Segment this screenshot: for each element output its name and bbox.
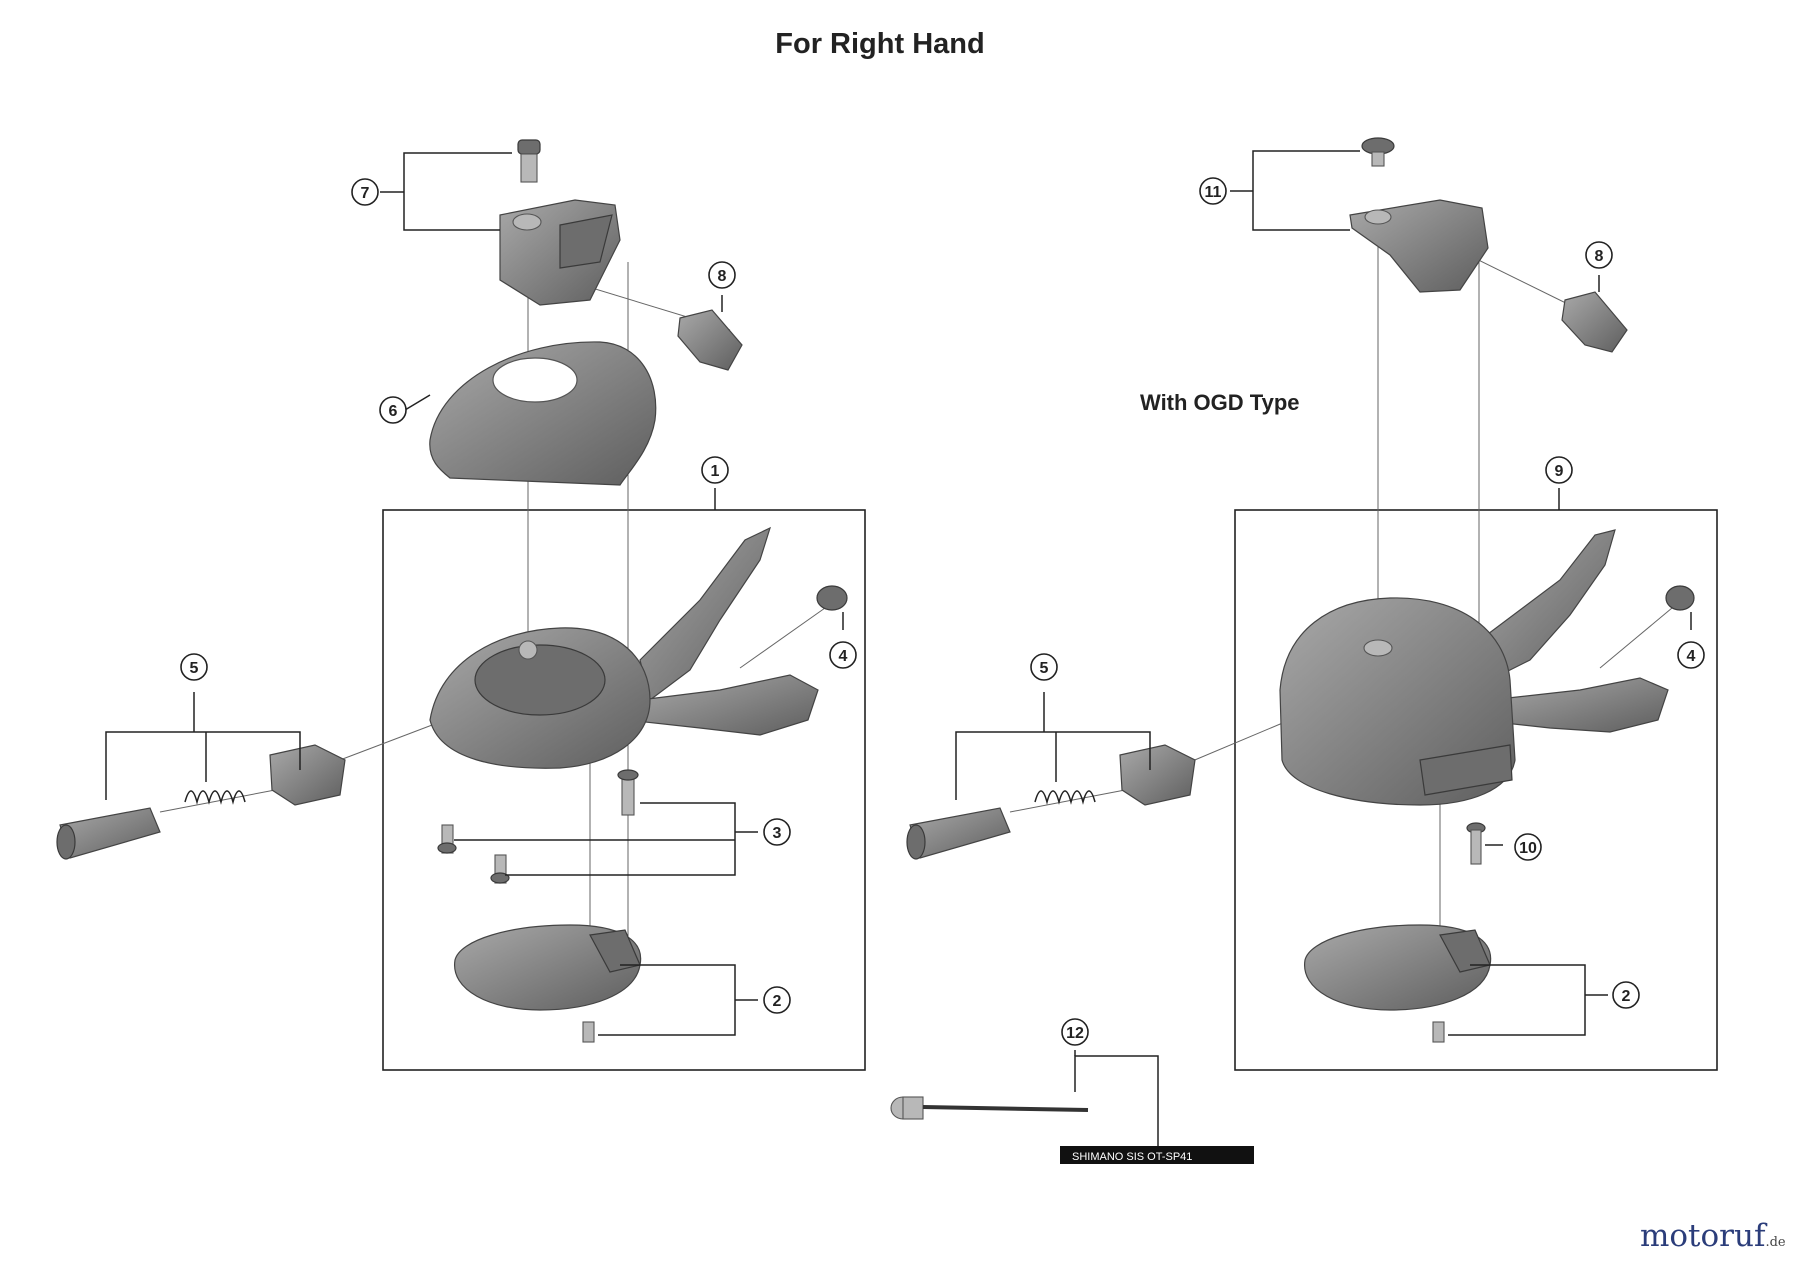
diagram-title: For Right Hand [775,28,985,60]
bottom-cover-part-2 [454,924,642,1043]
callout-8: 8 [708,261,736,289]
svg-text:7: 7 [361,185,370,202]
svg-text:1: 1 [711,463,720,480]
bolt-part-11 [1361,137,1395,167]
callout-3: 3 [763,818,791,846]
svg-text:9: 9 [1555,463,1564,480]
screws-part-3 [437,769,639,884]
cable-package-label [1060,1146,1254,1164]
leader-7 [403,152,512,231]
callout-8: 8 [1585,241,1613,269]
callout-10: 10 [1514,833,1542,861]
bottom-cover-part-2 [1304,924,1492,1043]
svg-text:12: 12 [1066,1025,1084,1042]
guide-line [159,789,276,813]
callout-5: 5 [180,653,208,681]
clamp-part-11 [1349,199,1489,293]
leader-5 [105,692,301,800]
assembly-box-1 [382,509,866,1071]
callout-2: 2 [1612,981,1640,1009]
svg-text:5: 5 [190,660,199,677]
svg-text:3: 3 [773,825,782,842]
cable-print-text: SHIMANO SIS OT-SP41 [1072,1151,1192,1163]
svg-text:2: 2 [1622,988,1631,1005]
svg-text:5: 5 [1040,660,1049,677]
callout-2: 2 [763,986,791,1014]
svg-text:8: 8 [1595,248,1604,265]
callout-9: 9 [1545,456,1573,484]
shifter-body-part-9 [1279,529,1669,806]
callout-4: 4 [829,641,857,669]
watermark-tld: .de [1765,1235,1786,1250]
svg-text:4: 4 [839,648,848,665]
cap-part-4 [1665,585,1695,611]
callout-12: 12 [1061,1018,1089,1046]
ogd-type-label: With OGD Type [1140,390,1300,415]
right-assembly [906,137,1718,1071]
cable-part-12: SHIMANO SIS OT-SP41 [890,1050,1254,1164]
shifter-body-part-1 [429,526,819,769]
guide-line [339,721,441,761]
leader-2 [598,964,758,1036]
watermark-logo: motoruf.de [1640,1218,1786,1254]
svg-text:6: 6 [389,403,398,420]
leader-5 [955,692,1151,800]
callout-7: 7 [351,178,379,206]
fitting-part-8 [677,309,743,371]
guide-line [1599,607,1673,669]
left-assembly [56,139,866,1071]
adjuster-part-5 [906,744,1196,860]
guide-line [739,607,826,669]
callouts: 1 2 2 3 4 4 5 5 6 7 8 8 9 10 11 12 [180,177,1705,1046]
leader-11 [1252,150,1360,231]
svg-text:11: 11 [1205,184,1222,201]
screw-part-10 [1466,822,1486,865]
callout-11: 11 [1199,177,1227,205]
callout-4: 4 [1677,641,1705,669]
leader-12 [1074,1055,1159,1146]
leader-2 [1448,964,1608,1036]
cap-part-4 [816,585,848,611]
adjuster-part-5 [56,744,346,860]
svg-text:4: 4 [1687,648,1696,665]
clamp-part-7 [499,199,621,306]
callout-5: 5 [1030,653,1058,681]
leader-6 [404,394,431,411]
guide-line [1009,789,1126,813]
cover-part-6 [429,341,657,486]
fitting-part-8 [1561,291,1628,353]
callout-1: 1 [701,456,729,484]
svg-text:8: 8 [718,268,727,285]
leader-3 [454,802,736,876]
svg-text:10: 10 [1519,840,1537,857]
guide-line [1189,721,1286,763]
callout-6: 6 [379,396,407,424]
svg-text:2: 2 [773,993,782,1010]
bolt-part-7 [517,139,541,183]
watermark-brand: motoruf [1640,1218,1766,1254]
assembly-box-9 [1234,509,1718,1071]
